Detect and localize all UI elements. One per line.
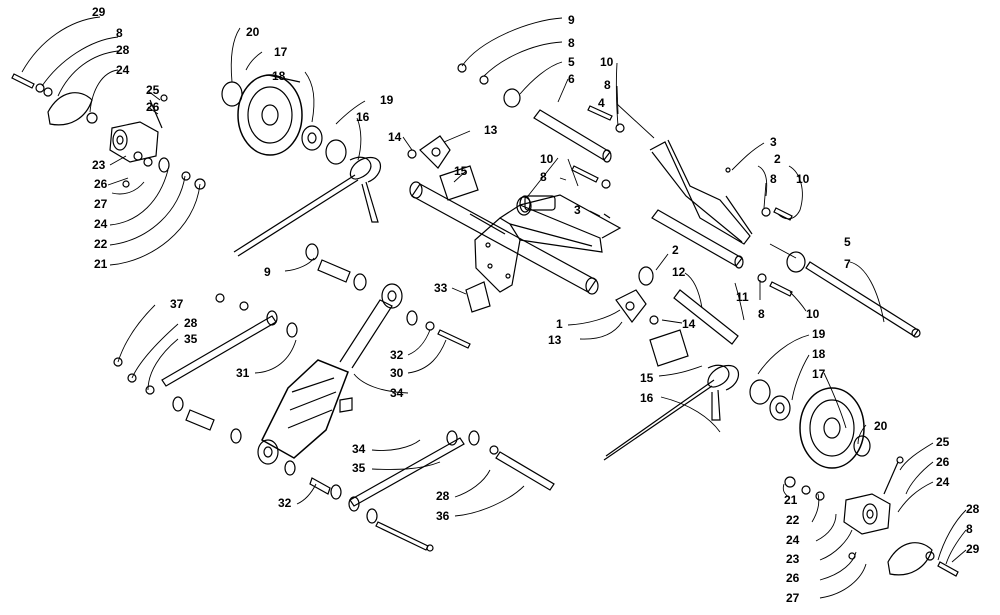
part-callout-5: 5: [568, 55, 575, 69]
part-callout-9: 9: [568, 13, 575, 27]
part-callout-13: 13: [484, 123, 498, 137]
part-callout-14: 14: [682, 317, 696, 331]
part-callout-15: 15: [640, 371, 654, 385]
part-callout-8: 8: [568, 36, 575, 50]
part-callout-9: 9: [264, 265, 271, 279]
part-callout-21: 21: [94, 257, 108, 271]
part-callout-8: 8: [604, 78, 611, 92]
part-callout-32: 32: [278, 496, 292, 510]
part-callout-10: 10: [796, 172, 810, 186]
part-callout-25: 25: [936, 435, 950, 449]
part-callout-22: 22: [94, 237, 108, 251]
part-callout-2: 2: [774, 152, 781, 166]
part-callout-1: 1: [556, 317, 563, 331]
part-callout-5: 5: [844, 235, 851, 249]
part-callout-28: 28: [184, 316, 198, 330]
part-callout-29: 29: [92, 5, 106, 19]
part-callout-35: 35: [352, 461, 366, 475]
part-callout-19: 19: [380, 93, 394, 107]
part-callout-3: 3: [770, 135, 777, 149]
torsion-spring-left: [233, 139, 382, 257]
leader-lines: [21, 16, 967, 599]
part-callout-28: 28: [966, 502, 980, 516]
shaft-6: [533, 109, 612, 163]
part-callout-26: 26: [936, 455, 950, 469]
part-callout-33: 33: [434, 281, 448, 295]
part-callout-26: 26: [786, 571, 800, 585]
part-callout-14: 14: [388, 130, 402, 144]
torsion-spring-right: [603, 364, 771, 461]
part-callout-16: 16: [356, 110, 370, 124]
part-callout-10: 10: [806, 307, 820, 321]
part-callout-37: 37: [170, 297, 184, 311]
long-shaft-7: [805, 261, 921, 338]
part-callout-19: 19: [812, 327, 826, 341]
bracket-4: [649, 139, 753, 245]
part-callout-34: 34: [352, 442, 366, 456]
shock-absorber: [257, 283, 403, 465]
part-callout-26: 26: [94, 177, 108, 191]
shaft-11: [651, 209, 744, 269]
part-callout-26: 26: [146, 100, 160, 114]
part-callout-36: 36: [436, 509, 450, 523]
part-callout-24: 24: [936, 475, 950, 489]
part-callout-8: 8: [966, 522, 973, 536]
part-callout-22: 22: [786, 513, 800, 527]
part-callout-20: 20: [246, 25, 260, 39]
axle-end-cap-left: [47, 92, 168, 163]
part-callout-6: 6: [568, 72, 575, 86]
part-callout-35: 35: [184, 332, 198, 346]
part-callout-21: 21: [784, 493, 798, 507]
part-callout-29: 29: [966, 542, 980, 556]
part-callout-10: 10: [600, 55, 614, 69]
part-callout-24: 24: [786, 533, 800, 547]
part-callout-17: 17: [812, 367, 826, 381]
part-callout-32: 32: [390, 348, 404, 362]
part-callout-24: 24: [116, 63, 130, 77]
part-callout-17: 17: [274, 45, 288, 59]
part-callout-13: 13: [548, 333, 562, 347]
part-callout-23: 23: [786, 552, 800, 566]
idler-wheel-left: [221, 74, 323, 156]
part-callout-28: 28: [116, 43, 130, 57]
part-callout-24: 24: [94, 217, 108, 231]
part-callout-2: 2: [672, 243, 679, 257]
part-callout-34: 34: [390, 386, 404, 400]
part-callout-20: 20: [874, 419, 888, 433]
part-callout-23: 23: [92, 158, 106, 172]
part-callout-18: 18: [812, 347, 826, 361]
part-callout-8: 8: [116, 26, 123, 40]
part-callout-8: 8: [540, 170, 547, 184]
part-callout-28: 28: [436, 489, 450, 503]
part-callout-27: 27: [786, 591, 800, 605]
part-callout-8: 8: [770, 172, 777, 186]
hardware-small-parts: [11, 63, 959, 577]
part-callout-12: 12: [672, 265, 686, 279]
shaft-12: [673, 289, 739, 345]
rear-axle: [409, 181, 599, 295]
part-callout-16: 16: [640, 391, 654, 405]
part-callout-8: 8: [758, 307, 765, 321]
idler-wheel-right: [769, 387, 871, 469]
part-callout-30: 30: [390, 366, 404, 380]
part-callout-18: 18: [272, 69, 286, 83]
part-callout-4: 4: [598, 96, 605, 110]
part-callout-11: 11: [736, 290, 749, 304]
part-callout-25: 25: [146, 83, 160, 97]
part-callout-10: 10: [540, 152, 554, 166]
pivot-arm-assembly: [474, 194, 622, 293]
part-callout-3: 3: [574, 203, 581, 217]
part-callout-31: 31: [236, 366, 250, 380]
part-callout-27: 27: [94, 197, 108, 211]
part-callout-7: 7: [844, 257, 851, 271]
axle-end-cap-right: [843, 456, 933, 576]
part-callout-15: 15: [454, 164, 468, 178]
